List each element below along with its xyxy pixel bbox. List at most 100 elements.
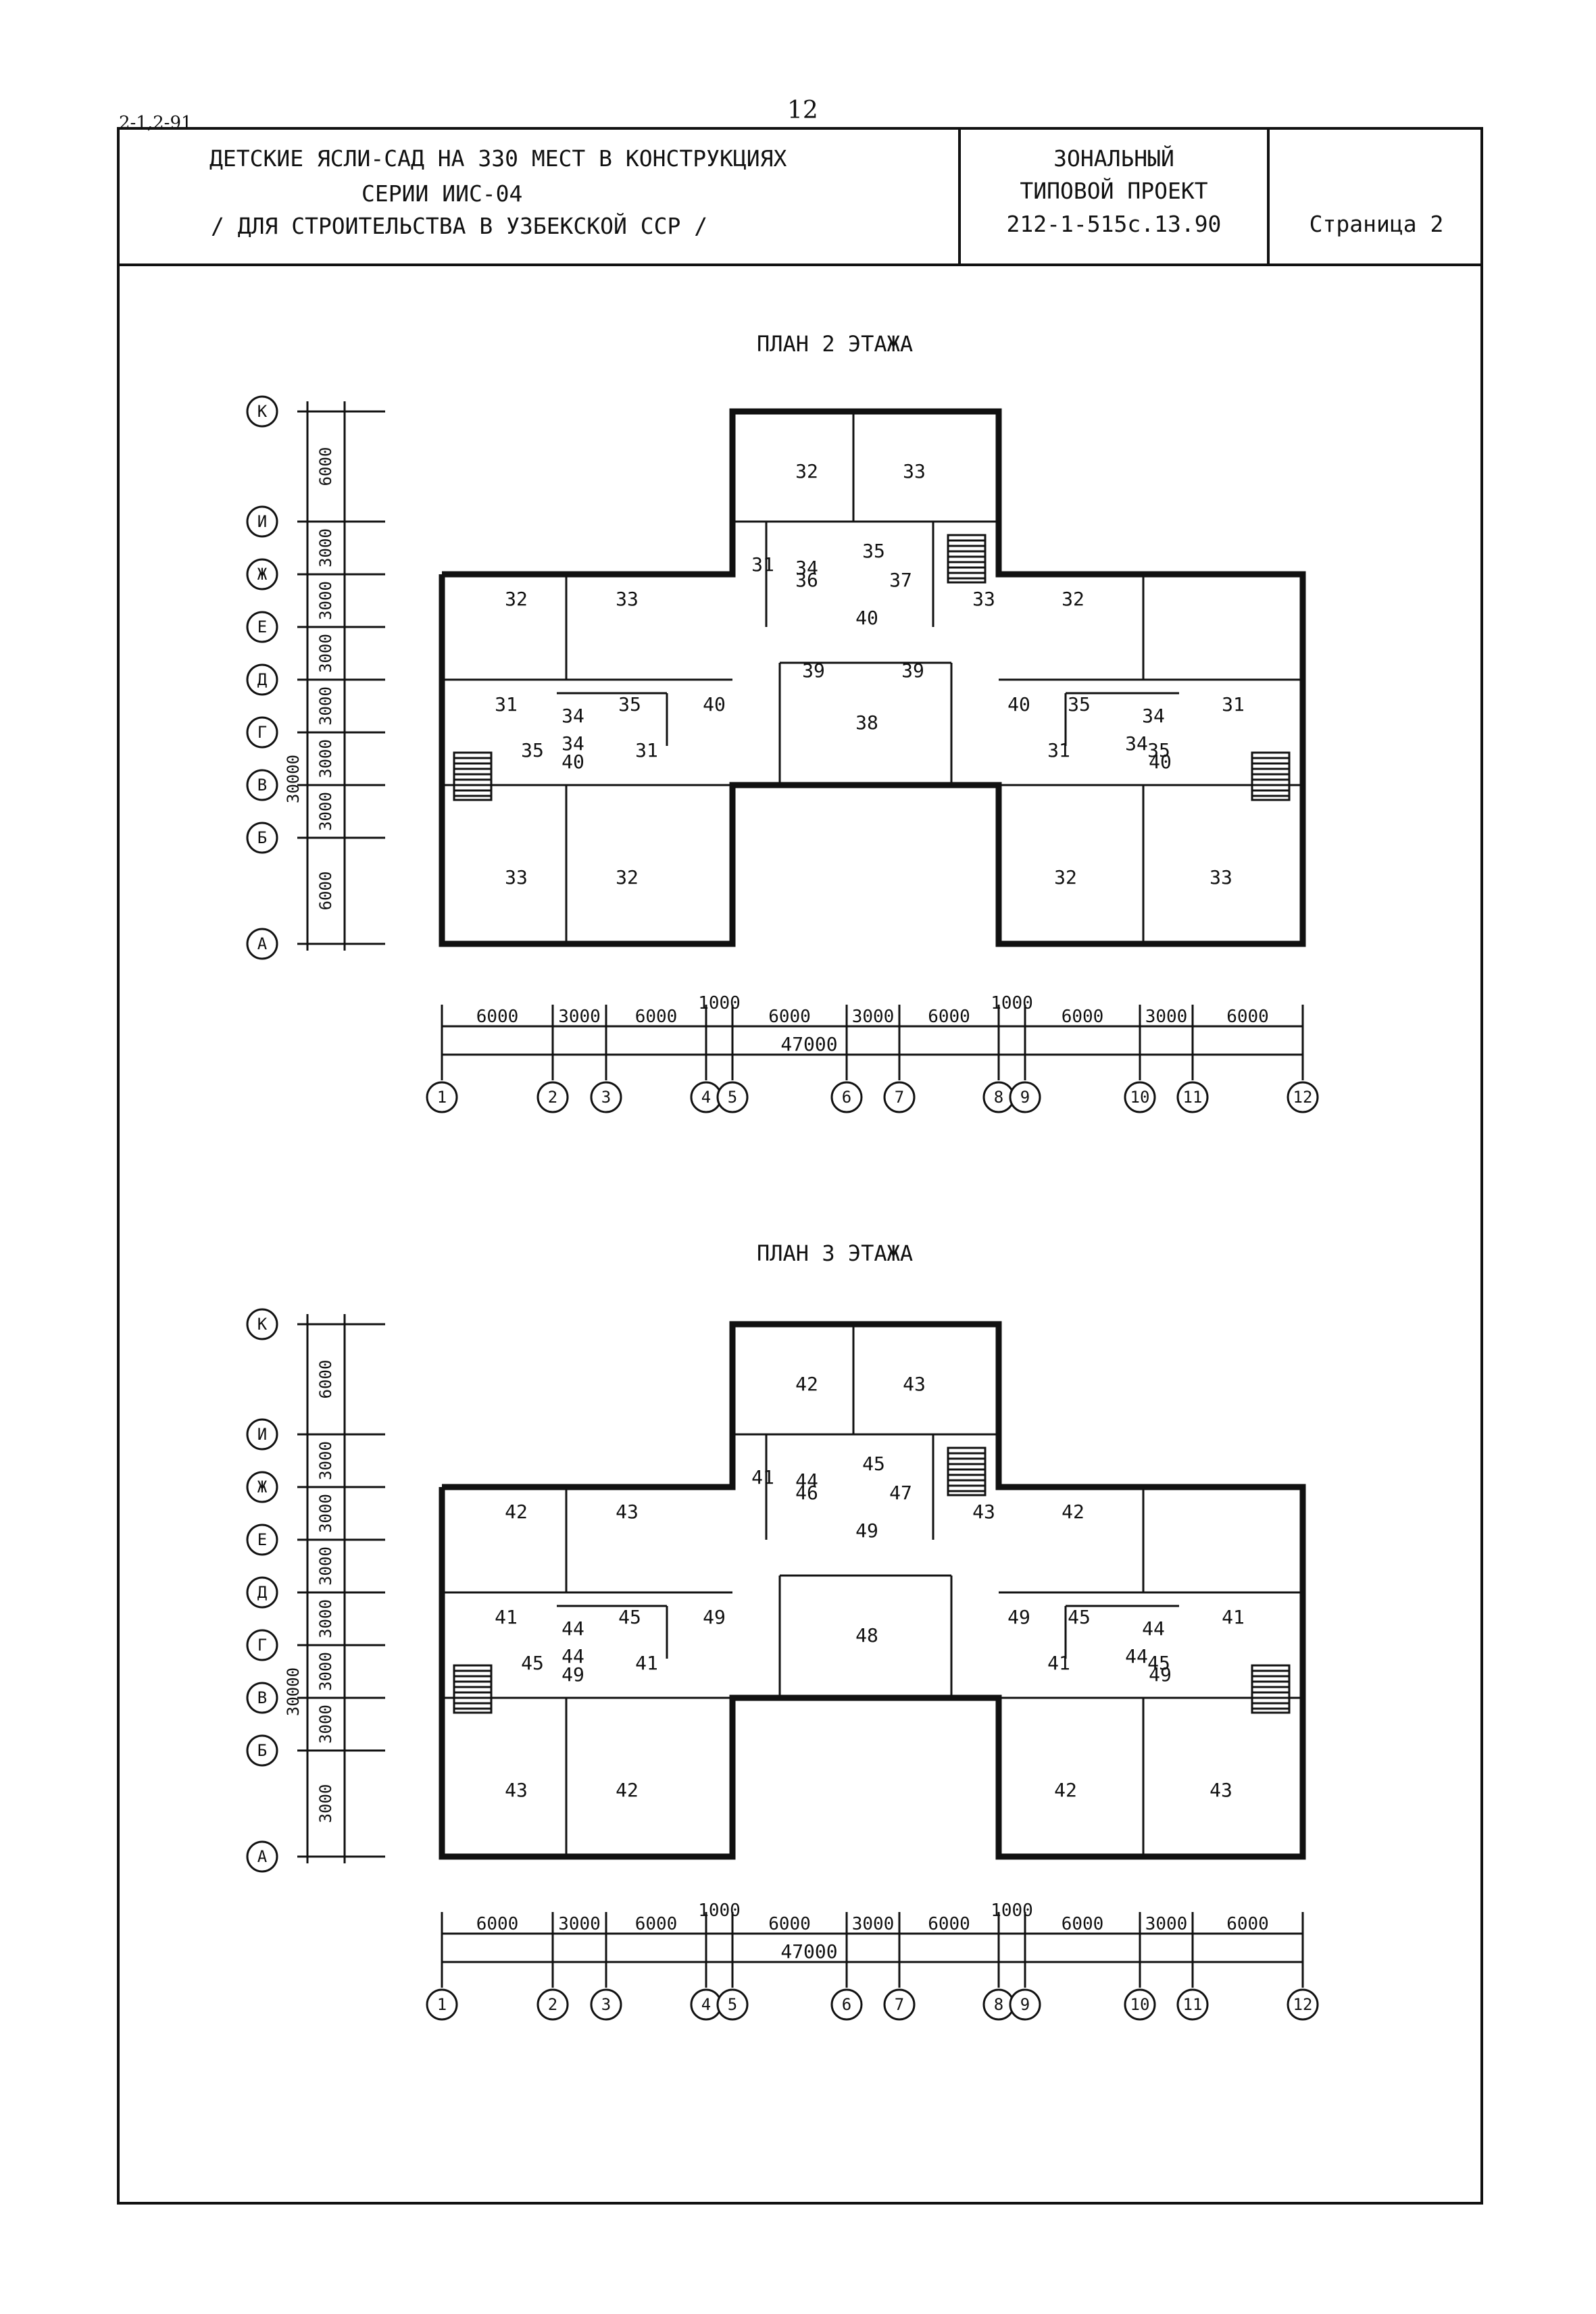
axis-label: 3	[601, 1995, 611, 2014]
vertical-dimension: 6000	[316, 872, 335, 911]
vertical-dimension: 3000	[316, 792, 335, 831]
room-number: 42	[795, 1373, 818, 1395]
title-line-2: СЕРИИ ИИС-04	[361, 180, 523, 207]
axis-label: Ж	[257, 1478, 268, 1496]
room-number: 40	[1007, 693, 1030, 715]
axis-marker	[1287, 1988, 1319, 2021]
room-number: 49	[562, 1663, 584, 1686]
axis-label: Г	[257, 1636, 267, 1655]
title-block-divider-2	[1267, 127, 1270, 265]
room-number: 40	[703, 693, 726, 715]
room-number: 34	[795, 557, 818, 579]
axis-marker	[537, 1081, 569, 1113]
axis-label: Д	[257, 670, 268, 689]
axis-label: 6	[842, 1995, 851, 2014]
room-number: 31	[495, 693, 518, 715]
axis-marker	[246, 1418, 278, 1451]
axis-marker	[246, 1524, 278, 1556]
room-number: 42	[505, 1501, 528, 1523]
axis-label: 11	[1183, 1088, 1203, 1107]
axis-label: 7	[895, 1995, 904, 2014]
axis-label: Е	[257, 618, 267, 636]
page-frame	[117, 127, 1483, 2205]
room-number: 42	[1062, 1501, 1084, 1523]
vertical-dimension: 3000	[316, 686, 335, 726]
axis-marker	[426, 1988, 458, 2021]
horizontal-dimension: 3000	[852, 1007, 895, 1027]
room-number: 32	[795, 460, 818, 482]
axis-label: 3	[601, 1088, 611, 1107]
axis-label: 6	[842, 1088, 851, 1107]
room-number: 45	[1068, 1606, 1091, 1628]
axis-label: 9	[1020, 1088, 1030, 1107]
axis-label: 5	[728, 1995, 737, 2014]
page-label: Страница 2	[1309, 211, 1444, 237]
room-number: 33	[903, 460, 926, 482]
axis-marker	[1176, 1988, 1209, 2021]
room-number: 33	[616, 588, 639, 610]
horizontal-dimension: 6000	[635, 1914, 678, 1934]
axis-label: 10	[1130, 1995, 1150, 2014]
horizontal-total-dimension: 47000	[780, 1940, 837, 1963]
room-number: 35	[1147, 739, 1170, 761]
axis-label: 8	[994, 1088, 1003, 1107]
axis-marker	[246, 1629, 278, 1661]
plan-title-floor-3: ПЛАН 3 ЭТАЖА	[757, 1240, 914, 1266]
axis-label: 1	[437, 1088, 447, 1107]
axis-marker	[590, 1081, 622, 1113]
axis-label: 2	[548, 1995, 557, 2014]
axis-marker	[246, 1682, 278, 1714]
room-number: 45	[1147, 1652, 1170, 1674]
staircase	[1251, 1664, 1291, 1714]
axis-label: В	[257, 776, 267, 795]
axis-label: 7	[895, 1088, 904, 1107]
title-block-bottom-line	[117, 263, 1483, 266]
horizontal-total-dimension: 47000	[780, 1033, 837, 1055]
project-line-2: ТИПОВОЙ ПРОЕКТ	[1020, 178, 1208, 204]
room-number: 34	[1142, 705, 1165, 727]
axis-label: В	[257, 1688, 267, 1707]
page-number: 12	[787, 97, 818, 124]
vertical-dimension: 3000	[316, 1652, 335, 1691]
axis-label: 4	[701, 1995, 711, 2014]
axis-label: Г	[257, 723, 267, 742]
vertical-dimension: 3000	[316, 528, 335, 568]
vertical-dimension: 3000	[316, 1494, 335, 1533]
axis-marker	[246, 395, 278, 428]
room-number: 46	[795, 1482, 818, 1504]
axis-marker	[1176, 1081, 1209, 1113]
room-number: 44	[562, 1617, 584, 1640]
horizontal-dimension: 6000	[1226, 1007, 1269, 1027]
room-number: 45	[618, 1606, 641, 1628]
axis-marker	[426, 1081, 458, 1113]
axis-label: 8	[994, 1995, 1003, 2014]
horizontal-dimension: 6000	[1062, 1007, 1104, 1027]
room-number: 39	[802, 659, 825, 682]
room-number: 35	[1068, 693, 1091, 715]
axis-marker	[246, 611, 278, 643]
room-number: 43	[972, 1501, 995, 1523]
horizontal-dimension: 1000	[991, 1901, 1033, 1921]
horizontal-dimension: 6000	[476, 1007, 519, 1027]
room-number: 44	[795, 1469, 818, 1492]
room-number: 32	[616, 866, 639, 888]
staircase	[453, 751, 493, 801]
axis-marker	[246, 822, 278, 854]
vertical-dimension: 3000	[316, 1705, 335, 1744]
axis-marker	[716, 1081, 749, 1113]
horizontal-dimension: 3000	[558, 1914, 601, 1934]
room-number: 49	[703, 1606, 726, 1628]
vertical-dimension: 6000	[316, 447, 335, 486]
staircase	[1251, 751, 1291, 801]
axis-marker	[246, 505, 278, 538]
room-number: 41	[635, 1652, 658, 1674]
vertical-total-dimension: 30000	[284, 1667, 303, 1716]
axis-marker	[883, 1081, 916, 1113]
room-number: 42	[1054, 1779, 1077, 1801]
axis-marker	[883, 1988, 916, 2021]
vertical-dimension: 3000	[316, 1441, 335, 1480]
room-number: 45	[521, 1652, 544, 1674]
room-number: 36	[795, 569, 818, 591]
axis-marker	[537, 1988, 569, 2021]
